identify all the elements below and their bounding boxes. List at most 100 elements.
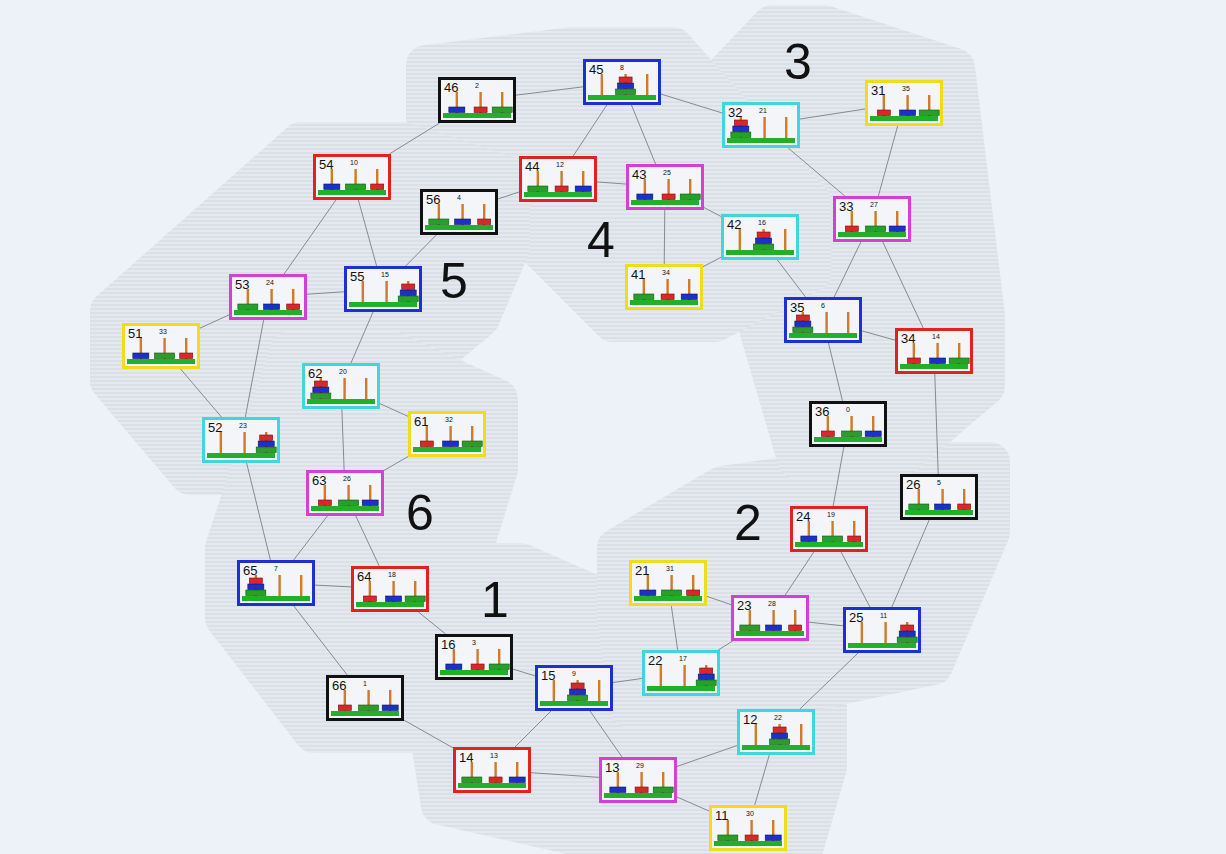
region-shape xyxy=(617,462,990,708)
state-box: 25 11 xyxy=(843,607,921,653)
state-box: 41 34 xyxy=(625,264,703,310)
state-box: 62 20 xyxy=(302,363,380,409)
state-box: 33 27 xyxy=(833,196,911,242)
state-index: 28 xyxy=(768,600,776,607)
state-label: 34 xyxy=(901,332,915,345)
state-index: 13 xyxy=(490,752,498,759)
region-number: 2 xyxy=(734,498,762,548)
state-box: 5324 xyxy=(229,274,307,320)
state-label: 23 xyxy=(737,599,751,612)
state-index: 12 xyxy=(556,161,564,168)
state-box: 3135 xyxy=(865,80,943,126)
region-shape xyxy=(225,351,498,733)
region-number: 3 xyxy=(784,37,812,87)
state-label: 53 xyxy=(235,278,249,291)
state-box: 34 14 xyxy=(895,328,973,374)
state-index: 20 xyxy=(339,368,347,375)
state-index: 34 xyxy=(662,269,670,276)
state-label: 12 xyxy=(743,713,757,726)
state-label: 16 xyxy=(441,638,455,651)
state-label: 45 xyxy=(589,63,603,76)
state-label: 56 xyxy=(426,193,440,206)
state-index: 10 xyxy=(350,159,358,166)
state-box: 2131 xyxy=(629,560,707,606)
state-box: 32 21 xyxy=(722,102,800,148)
state-box: 661 xyxy=(326,675,404,721)
state-label: 42 xyxy=(727,218,741,231)
state-box: 13 29 xyxy=(599,757,677,803)
state-index: 0 xyxy=(846,406,850,413)
state-index: 31 xyxy=(666,565,674,572)
state-label: 43 xyxy=(632,168,646,181)
region-number: 6 xyxy=(406,488,434,538)
state-label: 35 xyxy=(790,301,804,314)
state-index: 11 xyxy=(880,612,887,619)
state-label: 33 xyxy=(839,200,853,213)
region-area: 66132622063266418657661 xyxy=(203,329,520,755)
state-index: 16 xyxy=(758,219,766,226)
state-box: 6418 xyxy=(351,566,429,612)
state-index: 6 xyxy=(821,302,825,309)
state-label: 15 xyxy=(541,669,555,682)
state-index: 19 xyxy=(827,511,835,518)
state-index: 2 xyxy=(475,82,479,89)
state-index: 15 xyxy=(381,271,389,278)
state-index: 29 xyxy=(636,762,644,769)
state-box: 42 16 xyxy=(721,214,799,260)
state-index: 26 xyxy=(343,475,351,482)
state-box: 26 5 xyxy=(900,474,978,520)
state-index: 25 xyxy=(663,169,671,176)
state-label: 55 xyxy=(350,270,364,283)
state-index: 35 xyxy=(902,85,910,92)
state-box: 14 13 xyxy=(453,747,531,793)
state-label: 62 xyxy=(308,367,322,380)
region-area: 2 2131 2217 23 28 24 19 25 11 26 5 xyxy=(595,440,1012,730)
region-number: 4 xyxy=(587,215,615,265)
state-label: 54 xyxy=(319,158,333,171)
state-label: 64 xyxy=(357,570,371,583)
state-index: 5 xyxy=(937,479,941,486)
state-box: 61 32 xyxy=(408,411,486,457)
state-box: 45 8 xyxy=(583,59,661,105)
state-label: 52 xyxy=(208,421,222,434)
state-label: 11 xyxy=(715,809,729,822)
region-area: 11130122213291413159163 xyxy=(401,541,849,854)
state-label: 13 xyxy=(605,761,619,774)
state-box: 54 10 xyxy=(313,154,391,200)
state-label: 63 xyxy=(312,474,326,487)
state-box: 24 19 xyxy=(790,506,868,552)
state-label: 25 xyxy=(849,611,863,624)
state-index: 8 xyxy=(620,64,624,71)
state-index: 32 xyxy=(445,416,453,423)
state-index: 23 xyxy=(239,422,247,429)
state-box: 55 15 xyxy=(344,266,422,312)
state-label: 61 xyxy=(414,415,428,428)
state-box: 5133 xyxy=(122,323,200,369)
state-box: 52 23 xyxy=(202,417,280,463)
state-index: 4 xyxy=(457,194,461,201)
state-box: 159 xyxy=(535,665,613,711)
state-label: 44 xyxy=(525,160,539,173)
state-label: 46 xyxy=(444,81,458,94)
state-box: 44 12 xyxy=(519,156,597,202)
state-box: 16 3 xyxy=(435,634,513,680)
state-label: 32 xyxy=(728,106,742,119)
state-label: 22 xyxy=(648,654,662,667)
state-label: 26 xyxy=(906,478,920,491)
region-number: 1 xyxy=(481,575,509,625)
state-index: 3 xyxy=(472,639,476,646)
state-box: 56 4 xyxy=(420,189,498,235)
state-box: 2217 xyxy=(642,650,720,696)
state-label: 41 xyxy=(631,268,645,281)
state-index: 1 xyxy=(363,680,367,687)
state-index: 30 xyxy=(746,810,754,817)
region-number: 5 xyxy=(440,256,468,306)
state-index: 14 xyxy=(932,333,940,340)
state-box: 360 xyxy=(809,401,887,447)
state-box: 35 6 xyxy=(784,297,862,343)
state-label: 24 xyxy=(796,510,810,523)
state-index: 21 xyxy=(759,107,767,114)
state-index: 27 xyxy=(870,201,878,208)
state-label: 14 xyxy=(459,751,473,764)
